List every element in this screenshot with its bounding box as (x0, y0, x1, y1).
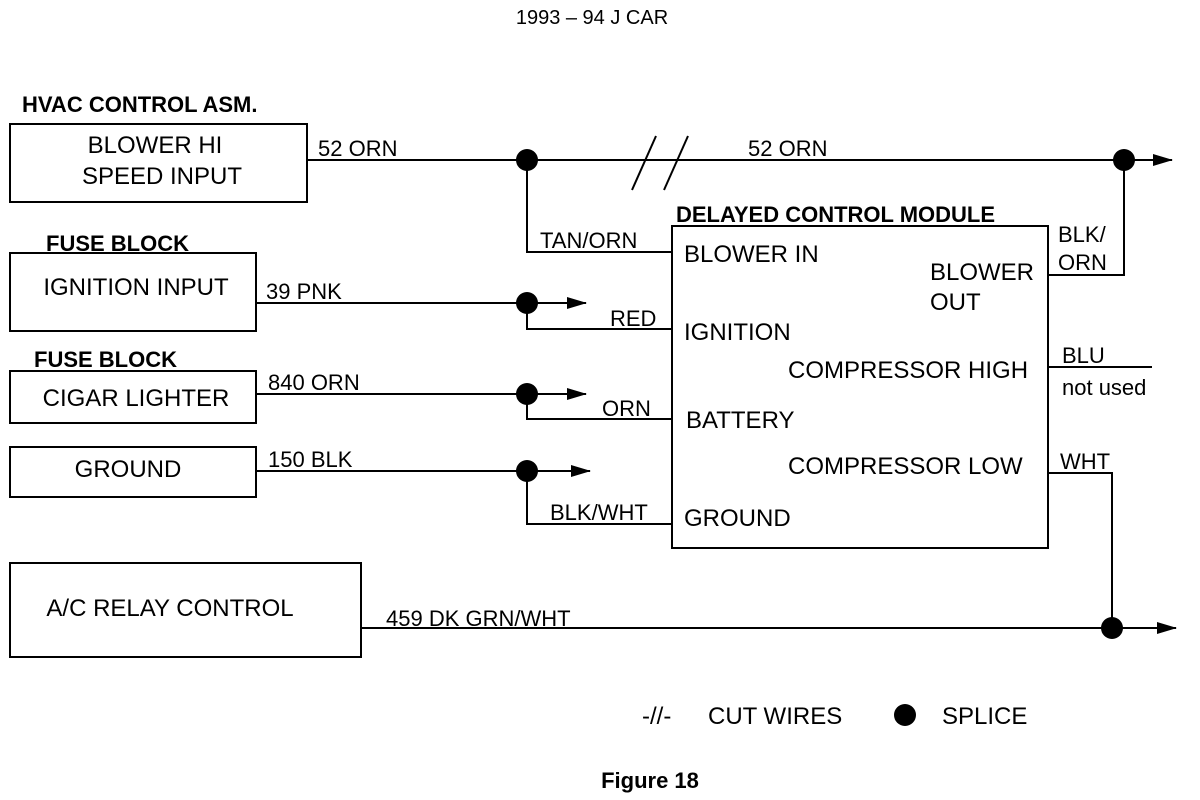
wire-tan-orn (526, 160, 672, 253)
module-blower-out-2: OUT (930, 289, 981, 316)
wire-blu-label: BLU (1062, 343, 1105, 368)
wire-blk-wht-label: BLK/WHT (550, 500, 648, 525)
wire-red-label: RED (610, 306, 656, 331)
fuse2-label: CIGAR LIGHTER (43, 385, 230, 412)
wire-39-pnk-label: 39 PNK (266, 279, 342, 304)
fuse2-box (9, 370, 257, 424)
legend-splice-dot (894, 704, 916, 726)
wire-150-blk-label: 150 BLK (268, 447, 353, 472)
hvac-label-2: SPEED INPUT (82, 163, 242, 190)
module-box (671, 225, 1049, 549)
diagram-title: 1993 – 94 J CAR (516, 7, 668, 29)
ac-relay-label: A/C RELAY CONTROL (46, 595, 293, 622)
wire-blk-orn (1048, 160, 1125, 276)
fuse2-header: FUSE BLOCK (34, 347, 177, 372)
wire-orn (526, 394, 672, 420)
fuse1-header: FUSE BLOCK (46, 231, 189, 256)
cut-mark-2 (663, 135, 689, 191)
wire-blk-orn-label-2: ORN (1058, 250, 1107, 275)
ground-label: GROUND (75, 456, 182, 483)
wire-wht (1048, 472, 1113, 628)
module-title: DELAYED CONTROL MODULE (676, 202, 995, 227)
hvac-label-1: BLOWER HI (88, 132, 223, 159)
module-blower-in: BLOWER IN (684, 241, 819, 268)
hvac-header: HVAC CONTROL ASM. (22, 92, 257, 117)
wire-459-label: 459 DK GRN/WHT (386, 606, 571, 631)
fuse1-box (9, 252, 257, 332)
wire-red (526, 303, 672, 330)
wire-blk-orn-label-1: BLK/ (1058, 222, 1107, 247)
wire-tan-orn-label: TAN/ORN (540, 228, 637, 253)
cut-mark-1 (631, 135, 657, 191)
wire-52-orn-left-label: 52 ORN (318, 136, 397, 161)
module-ignition: IGNITION (684, 319, 791, 346)
module-comp-low: COMPRESSOR LOW (788, 453, 1023, 480)
module-blower-out-1: BLOWER (930, 259, 1034, 286)
legend-splice-label: SPLICE (942, 703, 1027, 730)
hvac-box (9, 123, 308, 203)
wire-wht-label: WHT (1060, 449, 1110, 474)
wire-840-orn-label: 840 ORN (268, 370, 360, 395)
wire-orn-label: ORN (602, 396, 651, 421)
wire-not-used-label: not used (1062, 375, 1146, 400)
wire-blk-wht (526, 471, 672, 525)
module-comp-high: COMPRESSOR HIGH (788, 357, 1028, 384)
legend-cut-symbol: -//- (642, 703, 671, 730)
fuse1-label: IGNITION INPUT (43, 274, 229, 301)
module-ground: GROUND (684, 505, 791, 532)
ac-relay-box (9, 562, 362, 658)
legend-cut-label: CUT WIRES (708, 703, 842, 730)
splice-459 (1101, 617, 1123, 639)
wire-52-orn-right-label: 52 ORN (748, 136, 827, 161)
figure-caption: Figure 18 (601, 768, 699, 793)
module-battery: BATTERY (686, 407, 794, 434)
